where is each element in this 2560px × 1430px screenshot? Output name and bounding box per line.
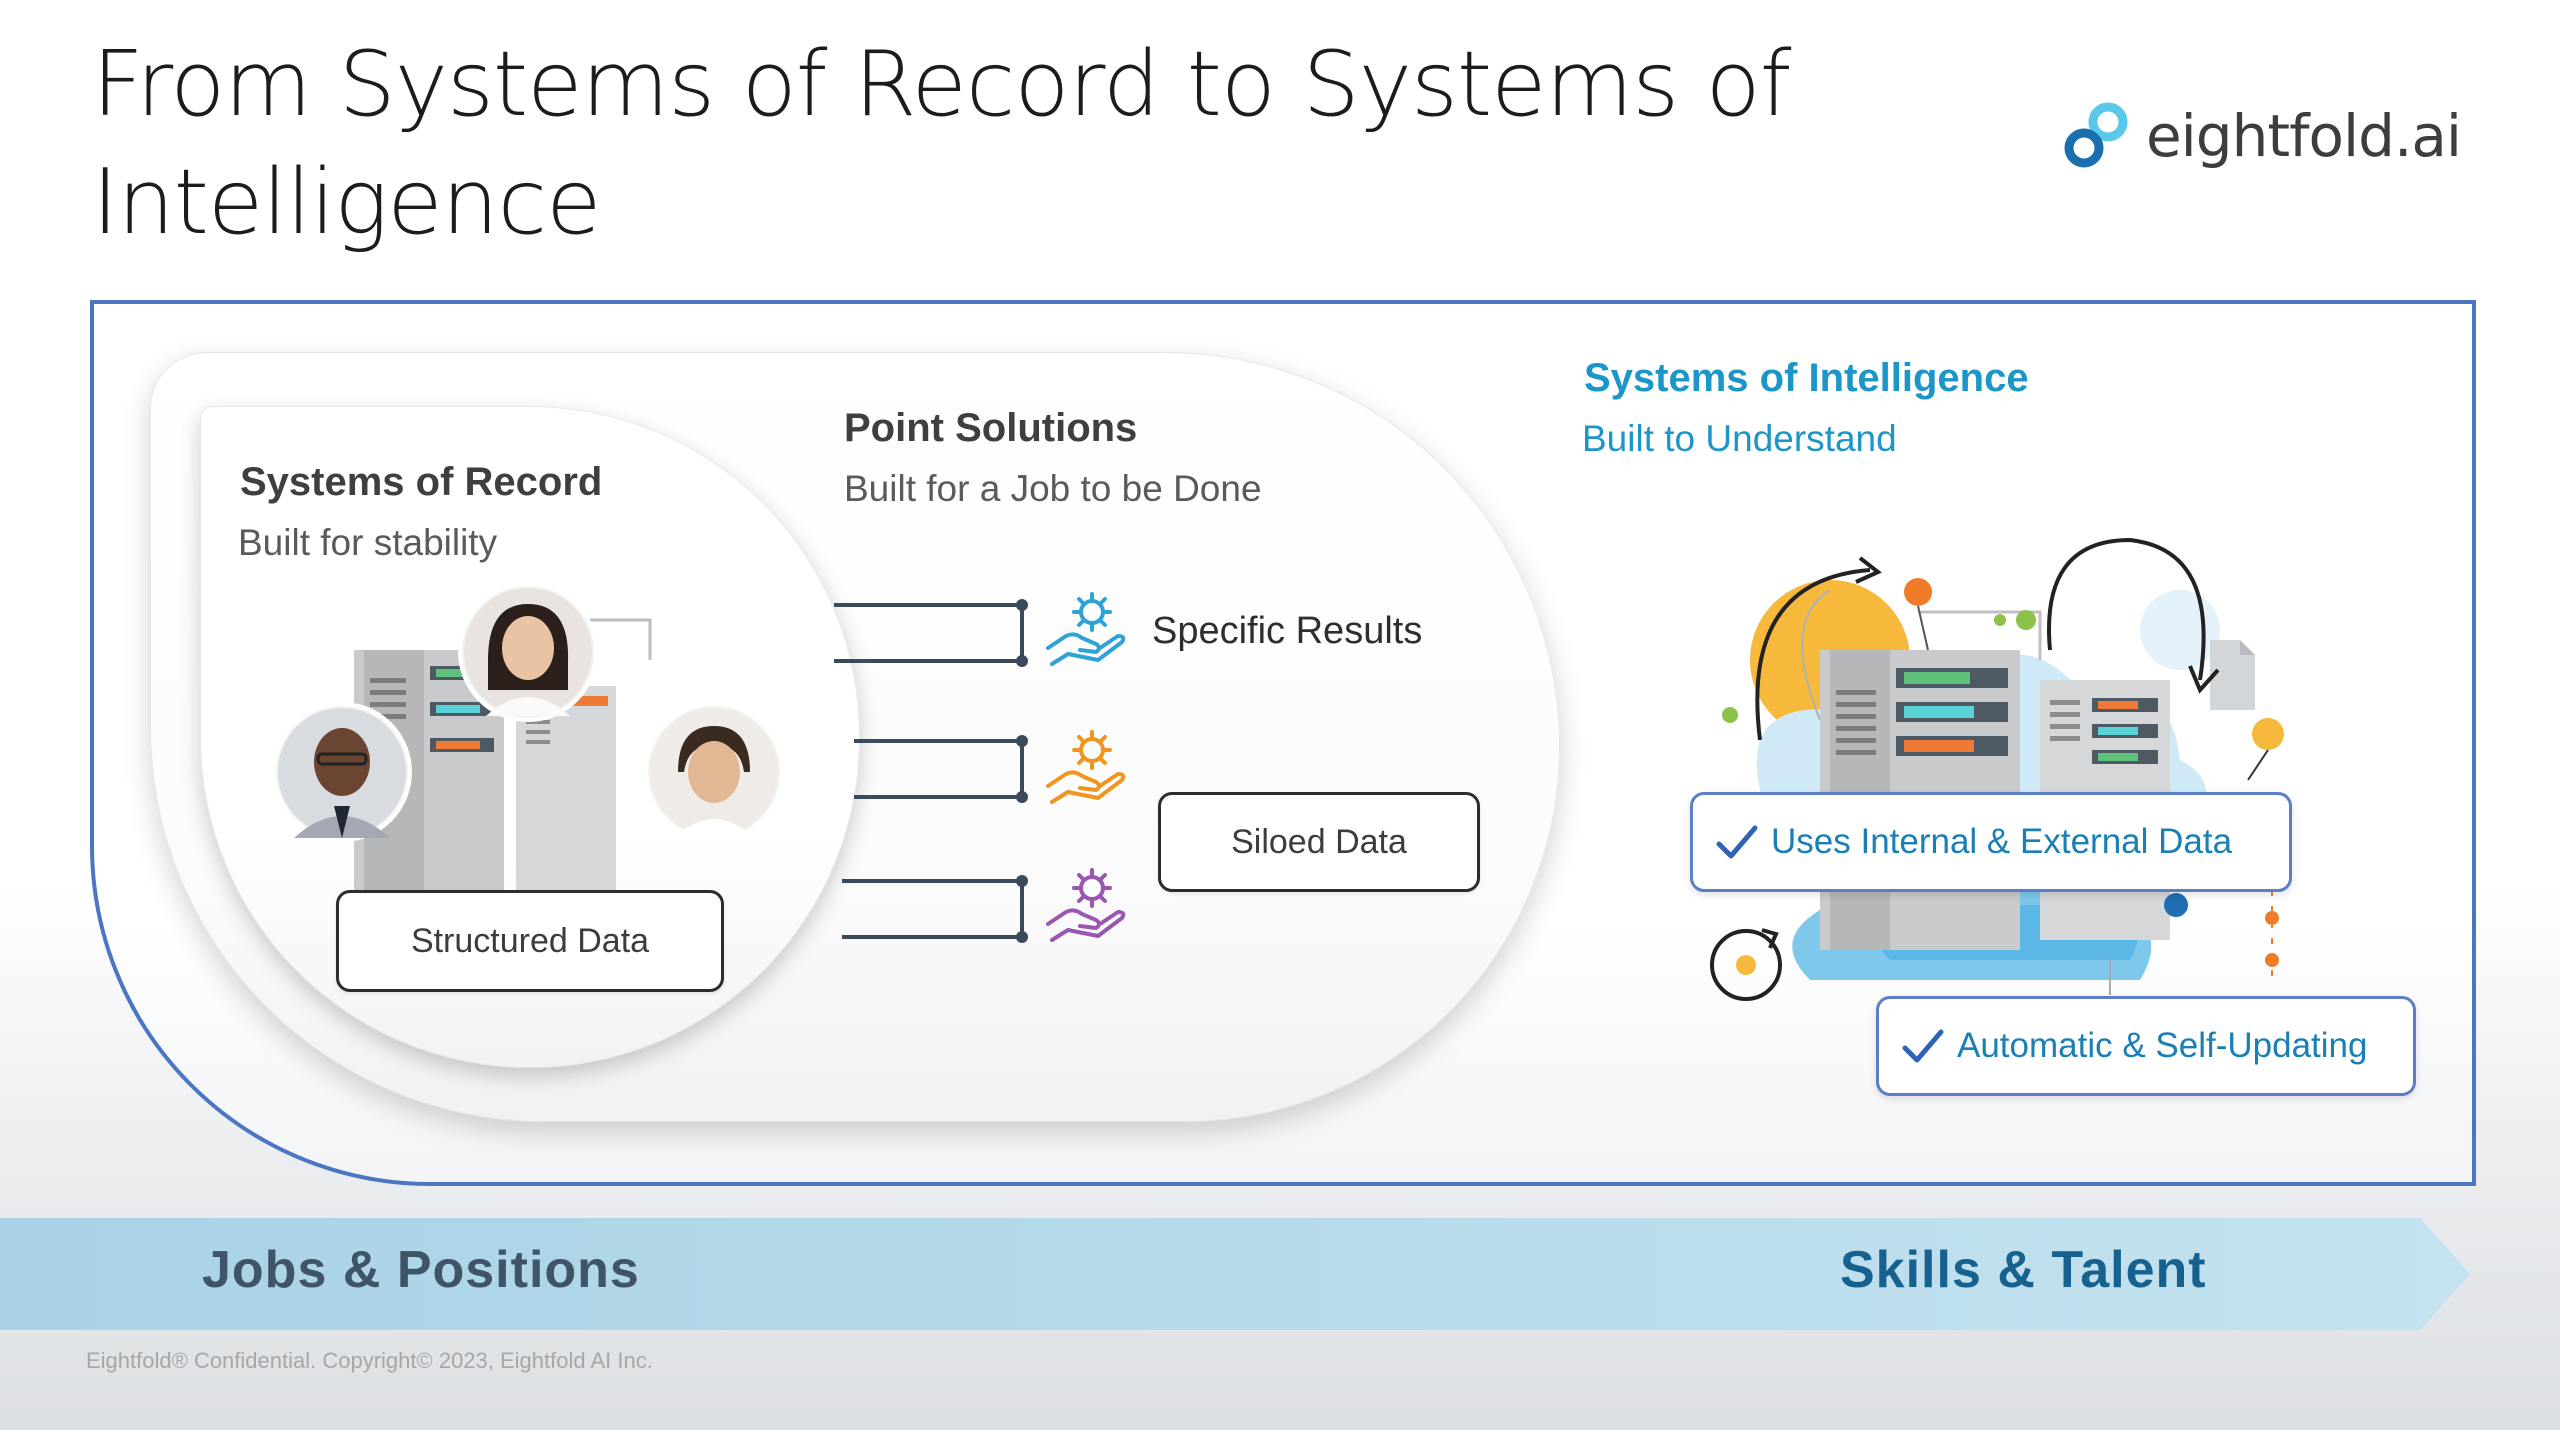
check-automatic-label: Automatic & Self-Updating [1957,1026,2368,1065]
point-title: Point Solutions [844,406,1138,450]
checkmark-icon [1902,1029,1944,1063]
checkmark-icon [1716,825,1758,859]
intelligence-title: Systems of Intelligence [1584,356,2029,400]
record-subtitle: Built for stability [238,522,498,563]
specific-results-label: Specific Results [1152,610,1423,652]
check-internal-external-label: Uses Internal & External Data [1771,822,2233,861]
progression-banner [0,1218,2470,1330]
connector-lines [834,599,1028,943]
banner-right-label: Skills & Talent [1840,1241,2207,1299]
siloed-data-box: Siloed Data [1158,792,1480,892]
record-title: Systems of Record [240,460,603,504]
footer-copyright: Eightfold® Confidential. Copyright© 2023… [86,1348,653,1373]
eightfold-logo-icon [2064,102,2128,168]
structured-data-box: Structured Data [336,890,724,992]
intelligence-subtitle: Built to Understand [1582,418,1897,459]
cloud-server-illustration [1710,537,2284,1001]
logo-text: eightfold.ai [2146,102,2462,170]
banner-left-label: Jobs & Positions [202,1241,640,1299]
point-subtitle: Built for a Job to be Done [844,468,1262,509]
eightfold-logo: eightfold.ai [2060,100,2462,172]
avatar-man-left [272,702,412,842]
gear-hand-icon [1046,592,1126,666]
slide-title: From Systems of Record to Systems of Int… [92,32,1791,255]
gear-hand-icon [1046,868,1126,942]
check-internal-external-box: Uses Internal & External Data [1690,792,2292,892]
check-automatic-box: Automatic & Self-Updating [1876,996,2416,1096]
avatar-woman-center [458,582,598,722]
gear-hand-icon [1046,730,1126,804]
avatar-woman-right [644,702,784,842]
